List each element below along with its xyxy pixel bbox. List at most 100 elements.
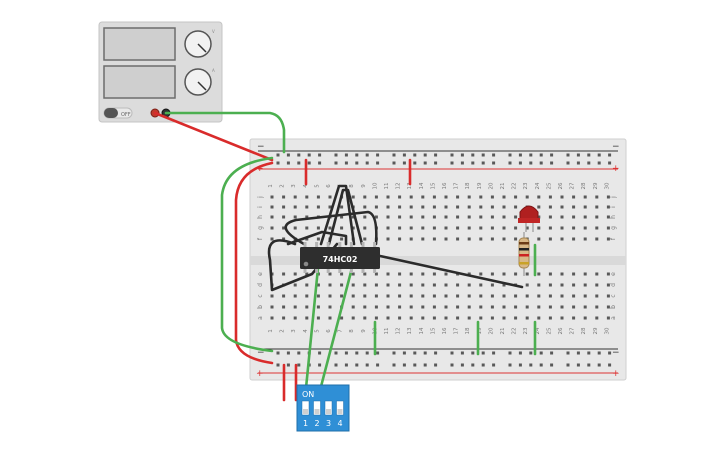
terminal-hole[interactable]: [502, 316, 506, 320]
rail-hole[interactable]: [566, 161, 570, 165]
terminal-hole[interactable]: [363, 294, 367, 298]
terminal-hole[interactable]: [548, 272, 552, 276]
rail-hole[interactable]: [576, 351, 580, 355]
rail-hole[interactable]: [566, 153, 570, 157]
terminal-hole[interactable]: [560, 294, 564, 298]
terminal-hole[interactable]: [316, 195, 320, 199]
terminal-hole[interactable]: [340, 237, 344, 241]
rail-hole[interactable]: [481, 363, 485, 367]
terminal-hole[interactable]: [363, 205, 367, 209]
terminal-hole[interactable]: [525, 272, 529, 276]
terminal-hole[interactable]: [432, 215, 436, 219]
terminal-hole[interactable]: [328, 272, 332, 276]
rail-hole[interactable]: [481, 351, 485, 355]
terminal-hole[interactable]: [340, 205, 344, 209]
terminal-hole[interactable]: [444, 272, 448, 276]
terminal-hole[interactable]: [316, 205, 320, 209]
rail-hole[interactable]: [597, 363, 601, 367]
terminal-hole[interactable]: [328, 305, 332, 309]
terminal-hole[interactable]: [374, 205, 378, 209]
terminal-hole[interactable]: [606, 237, 610, 241]
terminal-hole[interactable]: [374, 215, 378, 219]
current-knob[interactable]: A: [184, 68, 215, 96]
terminal-hole[interactable]: [490, 215, 494, 219]
terminal-hole[interactable]: [560, 283, 564, 287]
terminal-hole[interactable]: [386, 272, 390, 276]
rail-hole[interactable]: [318, 161, 322, 165]
black-wires[interactable]: [267, 184, 524, 292]
terminal-hole[interactable]: [595, 195, 599, 199]
rail-hole[interactable]: [566, 351, 570, 355]
terminal-hole[interactable]: [606, 195, 610, 199]
terminal-hole[interactable]: [305, 237, 309, 241]
rail-hole[interactable]: [297, 363, 301, 367]
terminal-hole[interactable]: [537, 215, 541, 219]
terminal-hole[interactable]: [340, 272, 344, 276]
terminal-hole[interactable]: [595, 215, 599, 219]
rail-hole[interactable]: [450, 363, 454, 367]
terminal-hole[interactable]: [456, 294, 460, 298]
terminal-hole[interactable]: [316, 305, 320, 309]
rail-hole[interactable]: [597, 351, 601, 355]
rail-hole[interactable]: [529, 161, 533, 165]
terminal-hole[interactable]: [572, 205, 576, 209]
terminal-hole[interactable]: [467, 294, 471, 298]
terminal-hole[interactable]: [293, 205, 297, 209]
power-switch[interactable]: OFF: [103, 107, 133, 119]
rail-hole[interactable]: [460, 363, 464, 367]
terminal-hole[interactable]: [537, 294, 541, 298]
rail-hole[interactable]: [492, 161, 496, 165]
terminal-hole[interactable]: [444, 226, 448, 230]
terminal-hole[interactable]: [409, 294, 413, 298]
terminal-hole[interactable]: [467, 215, 471, 219]
rail-hole[interactable]: [334, 351, 338, 355]
rail-hole[interactable]: [392, 351, 396, 355]
terminal-hole[interactable]: [595, 316, 599, 320]
rail-hole[interactable]: [481, 153, 485, 157]
terminal-hole[interactable]: [432, 283, 436, 287]
dip-toggle-1[interactable]: [301, 400, 310, 416]
terminal-hole[interactable]: [409, 237, 413, 241]
terminal-hole[interactable]: [363, 237, 367, 241]
terminal-hole[interactable]: [572, 215, 576, 219]
terminal-hole[interactable]: [502, 272, 506, 276]
terminal-hole[interactable]: [282, 226, 286, 230]
rail-hole[interactable]: [608, 363, 612, 367]
terminal-hole[interactable]: [456, 226, 460, 230]
rail-hole[interactable]: [492, 351, 496, 355]
terminal-hole[interactable]: [363, 226, 367, 230]
rail-hole[interactable]: [286, 363, 290, 367]
terminal-hole[interactable]: [479, 283, 483, 287]
terminal-hole[interactable]: [386, 195, 390, 199]
terminal-hole[interactable]: [432, 237, 436, 241]
terminal-hole[interactable]: [560, 316, 564, 320]
rail-hole[interactable]: [434, 161, 438, 165]
terminal-hole[interactable]: [398, 294, 402, 298]
terminal-hole[interactable]: [386, 237, 390, 241]
terminal-hole[interactable]: [467, 226, 471, 230]
rail-hole[interactable]: [334, 153, 338, 157]
rail-hole[interactable]: [434, 351, 438, 355]
terminal-hole[interactable]: [444, 195, 448, 199]
terminal-hole[interactable]: [351, 272, 355, 276]
terminal-hole[interactable]: [525, 226, 529, 230]
terminal-hole[interactable]: [421, 283, 425, 287]
terminal-hole[interactable]: [305, 305, 309, 309]
terminal-hole[interactable]: [456, 195, 460, 199]
terminal-hole[interactable]: [282, 215, 286, 219]
rail-hole[interactable]: [334, 161, 338, 165]
rail-hole[interactable]: [276, 161, 280, 165]
terminal-hole[interactable]: [409, 205, 413, 209]
terminal-hole[interactable]: [363, 305, 367, 309]
terminal-hole[interactable]: [467, 237, 471, 241]
terminal-hole[interactable]: [479, 205, 483, 209]
terminal-hole[interactable]: [467, 305, 471, 309]
rail-hole[interactable]: [365, 363, 369, 367]
terminal-hole[interactable]: [351, 305, 355, 309]
rail-hole[interactable]: [481, 161, 485, 165]
terminal-hole[interactable]: [514, 237, 518, 241]
terminal-hole[interactable]: [270, 205, 274, 209]
terminal-hole[interactable]: [293, 226, 297, 230]
terminal-hole[interactable]: [537, 195, 541, 199]
rail-hole[interactable]: [539, 363, 543, 367]
